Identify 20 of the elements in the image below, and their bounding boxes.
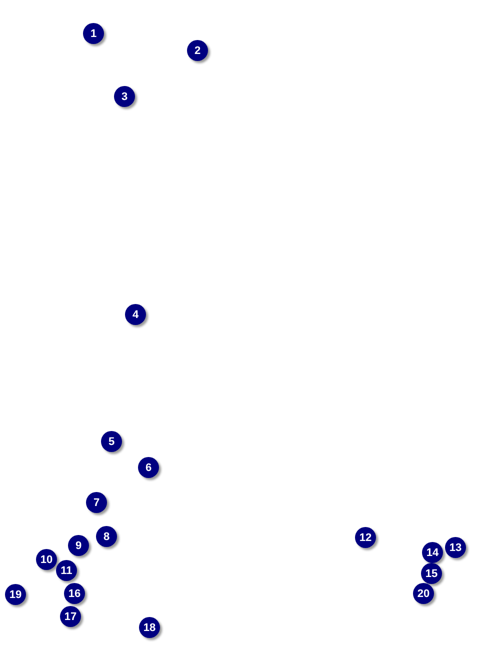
callout-number: 7 (86, 492, 107, 513)
callout-number: 11 (56, 560, 77, 581)
callout-number: 9 (68, 535, 89, 556)
callout-number: 1 (83, 23, 104, 44)
callout-number: 2 (187, 40, 208, 61)
callout-number: 20 (413, 583, 434, 604)
callout-number: 5 (101, 431, 122, 452)
callout-number: 13 (445, 537, 466, 558)
callout-number: 6 (138, 457, 159, 478)
callout-number: 17 (60, 606, 81, 627)
callout-number: 3 (114, 86, 135, 107)
callout-number: 16 (64, 583, 85, 604)
callout-number: 15 (421, 563, 442, 584)
callout-number: 14 (422, 542, 443, 563)
callout-number: 4 (125, 304, 146, 325)
callout-number: 19 (5, 584, 26, 605)
callout-number: 10 (36, 549, 57, 570)
callout-number: 18 (139, 617, 160, 638)
callout-number: 12 (355, 527, 376, 548)
callout-number: 8 (96, 526, 117, 547)
